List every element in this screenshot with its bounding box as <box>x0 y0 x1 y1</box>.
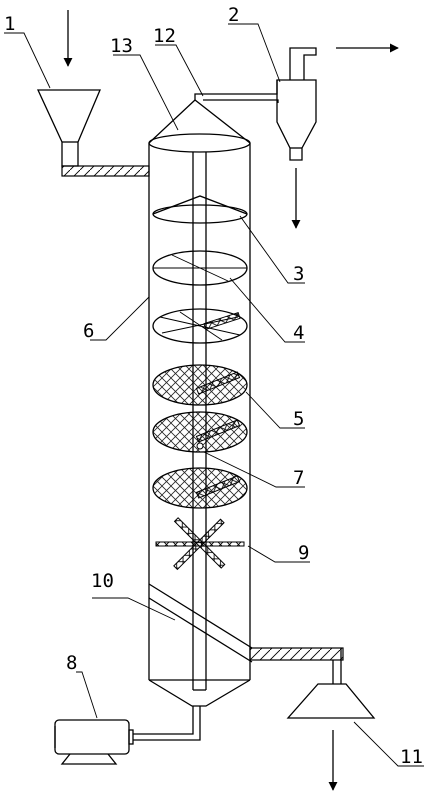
motor <box>54 719 134 765</box>
label-13: 13 <box>110 35 133 57</box>
label-1: 1 <box>4 13 15 35</box>
callout-labels: 1 2 13 12 3 4 6 5 7 9 10 8 11 <box>4 4 423 768</box>
label-10: 10 <box>91 570 114 592</box>
mesh-plate-2 <box>152 364 248 406</box>
mesh-plate-3 <box>152 411 248 453</box>
stirring-blades <box>155 517 245 571</box>
cyclone-separator <box>276 47 317 161</box>
label-12: 12 <box>153 25 176 47</box>
leader-lines <box>4 23 424 767</box>
discharge-chute <box>148 583 253 663</box>
label-9: 9 <box>298 542 309 564</box>
label-2: 2 <box>228 4 239 26</box>
mesh-plate-1 <box>152 308 248 344</box>
label-3: 3 <box>293 263 304 285</box>
drive-shaft <box>133 706 201 741</box>
label-7: 7 <box>293 467 304 489</box>
label-5: 5 <box>293 408 304 430</box>
flat-plate <box>152 250 248 286</box>
label-8: 8 <box>66 652 77 674</box>
product-hopper <box>286 683 376 719</box>
feed-screw-conveyor <box>61 165 150 177</box>
feed-hopper <box>36 89 101 167</box>
cone-plate <box>152 195 248 224</box>
label-4: 4 <box>293 322 304 344</box>
label-11: 11 <box>400 746 423 768</box>
label-6: 6 <box>83 320 94 342</box>
discharge-screw-conveyor <box>249 647 344 684</box>
gas-outlet-pipe <box>194 80 279 103</box>
mesh-plate-4 <box>152 467 248 509</box>
